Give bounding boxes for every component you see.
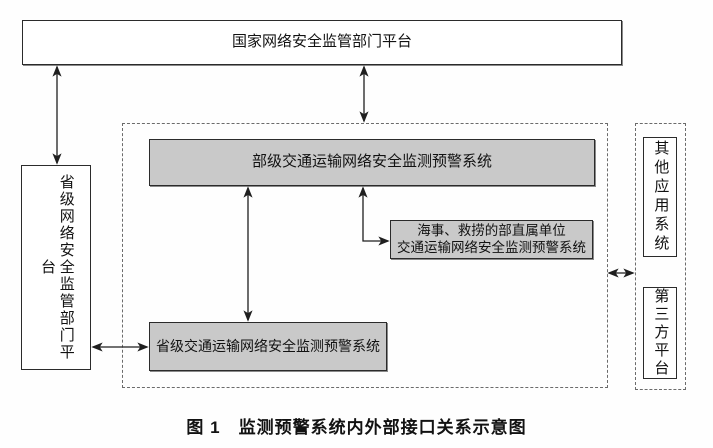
national-platform-label: 国家网络安全监管部门平台: [231, 33, 412, 51]
ministry-system-node: 部级交通运输网络安全监测预警系统: [149, 139, 595, 186]
other-apps-node: 其他应用系统: [643, 137, 677, 257]
provincial-regulator-node: 省级网络安全监管部门平台: [21, 165, 91, 370]
maritime-system-node: 海事、救捞的部直属单位 交通运输网络安全监测预警系统: [390, 220, 593, 259]
maritime-system-label-line2: 交通运输网络安全监测预警系统: [397, 239, 586, 255]
third-party-label: 第三方平台: [652, 288, 670, 378]
provincial-regulator-label: 省级网络安全监管部门平台: [39, 174, 75, 361]
ministry-system-label: 部级交通运输网络安全监测预警系统: [251, 153, 492, 171]
national-platform-node: 国家网络安全监管部门平台: [22, 20, 622, 65]
maritime-system-label: 海事、救捞的部直属单位 交通运输网络安全监测预警系统: [397, 223, 586, 257]
figure-caption: 图 1 监测预警系统内外部接口关系示意图: [186, 418, 527, 437]
provincial-system-label: 省级交通运输网络安全监测预警系统: [156, 337, 380, 354]
external-systems-boundary: [635, 123, 686, 390]
other-apps-label: 其他应用系统: [652, 140, 670, 254]
provincial-system-node: 省级交通运输网络安全监测预警系统: [149, 322, 387, 371]
third-party-node: 第三方平台: [643, 287, 677, 379]
monitoring-system-boundary: [122, 123, 608, 388]
maritime-system-label-line1: 海事、救捞的部直属单位: [417, 222, 566, 238]
